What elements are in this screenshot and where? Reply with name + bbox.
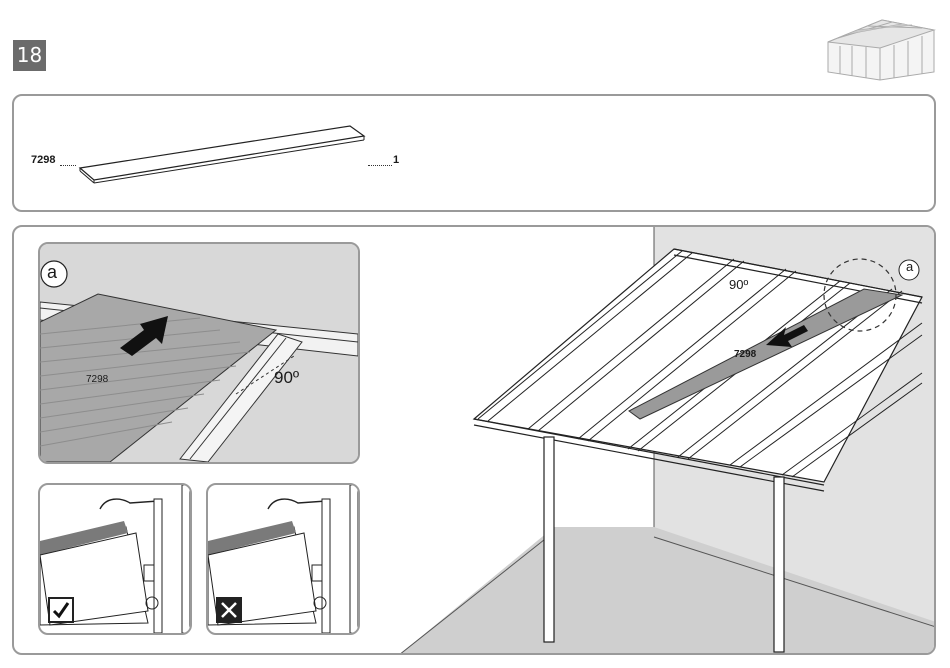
- main-part-code: 7298: [734, 349, 756, 360]
- main-instruction-panel: a 7298 90º a 7: [12, 225, 936, 655]
- detail-callout-letter: a: [47, 262, 57, 283]
- part-code-label: 7298: [31, 154, 55, 166]
- incorrect-example-panel: [206, 483, 360, 635]
- callout-letter: a: [906, 259, 913, 274]
- leader-dots: [368, 165, 392, 166]
- part-quantity-label: 1: [393, 154, 399, 166]
- step-number: 18: [13, 40, 46, 71]
- detail-part-code: 7298: [86, 374, 108, 385]
- parts-panel: 7298 1: [12, 94, 936, 212]
- correct-example-panel: [38, 483, 192, 635]
- product-thumbnail-icon: [822, 8, 940, 82]
- main-angle-label: 90º: [729, 277, 748, 292]
- leader-dots: [60, 165, 76, 166]
- checkmark-icon: [48, 597, 74, 623]
- pergola-isometric-view: [394, 227, 936, 655]
- detail-angle-label: 90º: [274, 368, 299, 388]
- detail-a-panel: a 7298 90º: [38, 242, 360, 464]
- cross-icon: [216, 597, 242, 623]
- polycarbonate-panel-illustration: [76, 122, 376, 184]
